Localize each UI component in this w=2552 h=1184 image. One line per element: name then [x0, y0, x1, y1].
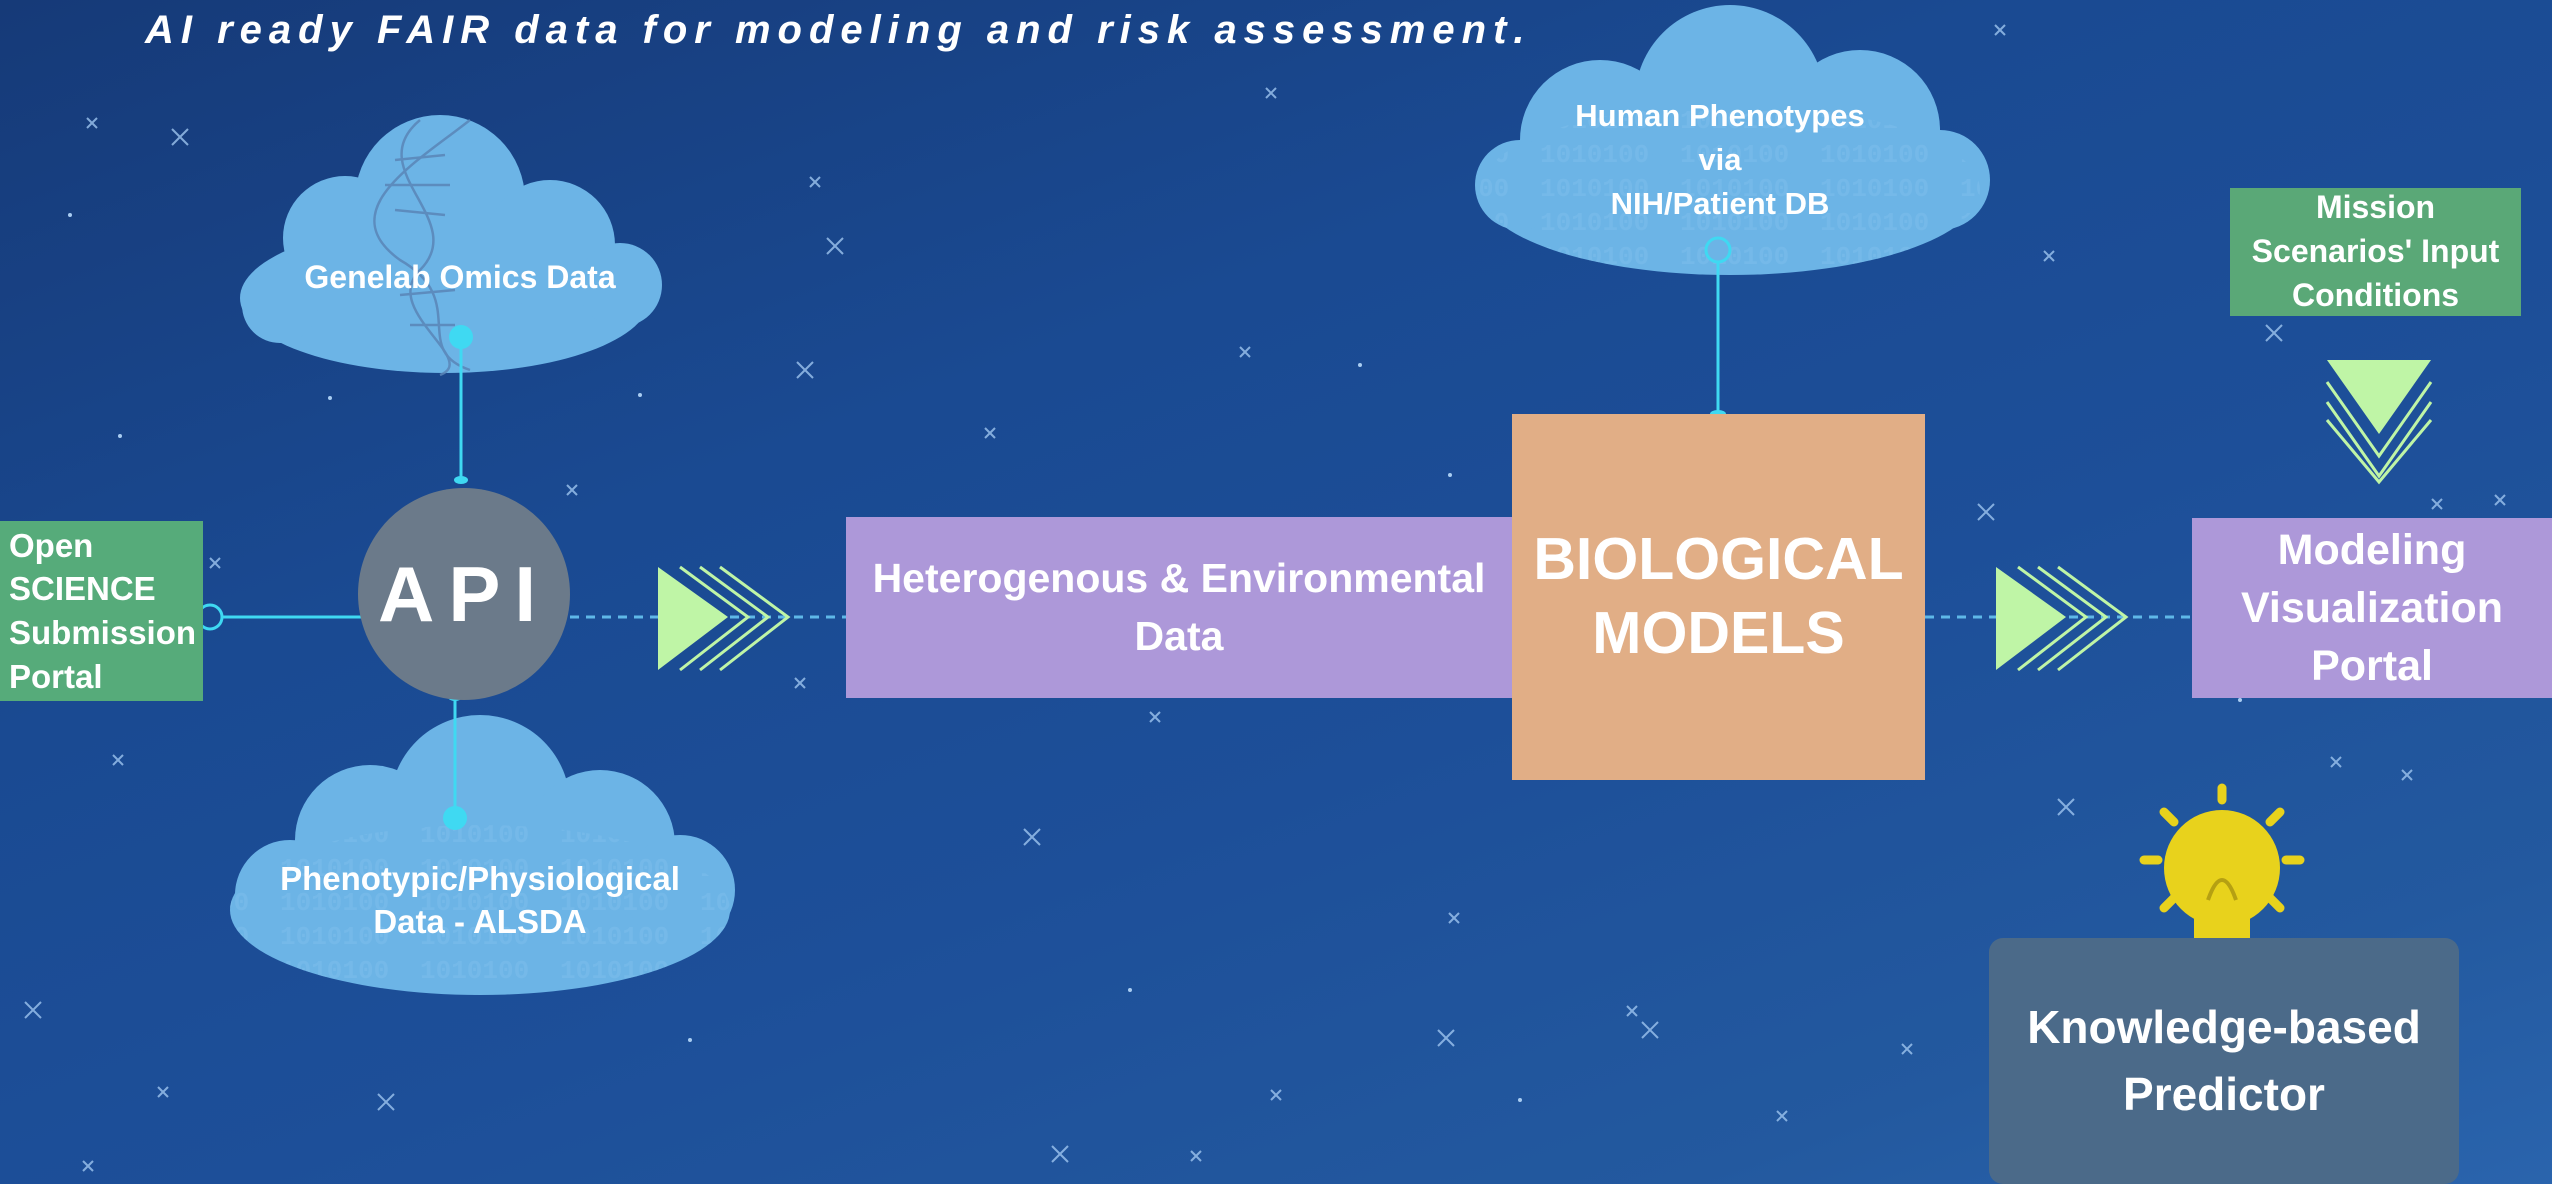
star-dot	[68, 213, 72, 217]
genelab-node	[449, 325, 473, 349]
star-dot	[688, 1038, 692, 1042]
open-science-box: Open SCIENCE Submission Portal	[0, 521, 203, 701]
open-science-line-4: Portal	[9, 657, 103, 695]
modeling-visualization-box: Modeling Visualization Portal	[2192, 518, 2552, 698]
phenotypic-node	[443, 806, 467, 830]
star-icon	[171, 128, 189, 146]
star-icon	[2265, 324, 2283, 342]
down-chevron-arrow-icon	[2325, 360, 2433, 485]
star-icon	[1448, 912, 1460, 924]
genelab-label: Genelab Omics Data	[304, 259, 616, 295]
star-icon	[1437, 1029, 1455, 1047]
human-label-line-2: via	[1698, 142, 1742, 178]
star-icon	[1239, 346, 1251, 358]
star-icon	[1977, 503, 1995, 521]
mission-line-2: Scenarios' Input	[2251, 233, 2500, 270]
modeling-line-1: Modeling	[2277, 525, 2467, 574]
biological-models-box: BIOLOGICAL MODELS	[1512, 414, 1925, 780]
star-icon	[1270, 1089, 1282, 1101]
open-science-line-1: Open	[9, 526, 94, 564]
star-icon	[24, 1001, 42, 1019]
star-icon	[796, 361, 814, 379]
human-label-line-1: Human Phenotypes	[1575, 98, 1865, 133]
heterogenous-data-box: Heterogenous & Environmental Data	[846, 517, 1512, 698]
star-icon	[2494, 494, 2506, 506]
biological-line-1: BIOLOGICAL	[1533, 526, 1904, 593]
star-dot	[638, 393, 642, 397]
open-science-line-2: SCIENCE	[9, 570, 156, 608]
star-icon	[1626, 1005, 1638, 1017]
star-dot	[1448, 473, 1452, 477]
star-icon	[826, 237, 844, 255]
phenotypic-label: Phenotypic/Physiological Data - ALSDA	[240, 858, 720, 944]
dna-icon	[373, 119, 471, 377]
heterogenous-line-1: Heterogenous & Environmental	[872, 555, 1486, 602]
star-icon	[1641, 1021, 1659, 1039]
star-dot	[1128, 988, 1132, 992]
human-cloud	[1475, 5, 1990, 275]
star-icon	[1149, 711, 1161, 723]
star-icon	[2057, 798, 2075, 816]
api-node: API	[358, 488, 570, 700]
star-icon	[377, 1093, 395, 1111]
mission-label: Mission Scenarios' Input Conditions	[2252, 186, 2500, 317]
phenotypic-cloud	[230, 715, 735, 995]
heterogenous-label: Heterogenous & Environmental Data	[873, 550, 1486, 665]
star-icon	[794, 677, 806, 689]
star-icon	[157, 1086, 169, 1098]
api-top-node	[454, 476, 468, 484]
chevron-arrow-icon	[658, 565, 791, 672]
mission-scenarios-box: Mission Scenarios' Input Conditions	[2230, 188, 2521, 316]
star-icon	[2431, 498, 2443, 510]
modeling-label: Modeling Visualization Portal	[2241, 521, 2503, 695]
star-dot	[2238, 698, 2242, 702]
chevron-arrow-icon	[1996, 565, 2129, 672]
star-icon	[2401, 769, 2413, 781]
star-icon	[2330, 756, 2342, 768]
human-label-line-3: NIH/Patient DB	[1610, 186, 1830, 222]
knowledge-line-2: Predictor	[2123, 1068, 2325, 1120]
star-icon	[82, 1160, 94, 1172]
modeling-line-3: Portal	[2311, 642, 2433, 691]
star-dot	[1518, 1098, 1522, 1102]
star-icon	[1023, 828, 1041, 846]
star-icon	[1994, 24, 2006, 36]
biological-label: BIOLOGICAL MODELS	[1533, 523, 1903, 671]
star-icon	[1776, 1110, 1788, 1122]
star-icon	[1265, 87, 1277, 99]
star-icon	[209, 557, 221, 569]
open-science-line-3: Submission	[9, 614, 197, 651]
mission-line-3: Conditions	[2291, 276, 2460, 313]
phenotypic-label-line-1: Phenotypic/Physiological	[280, 860, 680, 897]
mission-line-1: Mission	[2315, 189, 2436, 226]
modeling-line-2: Visualization	[2240, 583, 2504, 632]
knowledge-line-1: Knowledge-based	[2027, 1001, 2421, 1054]
star-icon	[1190, 1150, 1202, 1162]
human-label: Human Phenotypes via NIH/Patient DB	[1520, 94, 1920, 226]
biological-line-2: MODELS	[1592, 600, 1845, 666]
star-dot	[1358, 363, 1362, 367]
knowledge-label: Knowledge-based Predictor	[2027, 994, 2421, 1127]
heterogenous-line-2: Data	[1134, 612, 1224, 659]
page-subtitle: AI ready FAIR data for modeling and risk…	[145, 8, 1532, 52]
star-icon	[1901, 1043, 1913, 1055]
star-icon	[112, 754, 124, 766]
star-icon	[984, 427, 996, 439]
human-node	[1704, 236, 1732, 264]
phenotypic-label-line-2: Data - ALSDA	[373, 902, 587, 940]
genelab-cloud	[240, 115, 662, 373]
open-science-label: Open SCIENCE Submission Portal	[0, 524, 196, 698]
star-icon	[2043, 250, 2055, 262]
connectors	[222, 250, 1720, 818]
star-dot	[328, 396, 332, 400]
star-icon	[86, 117, 98, 129]
star-icon	[809, 176, 821, 188]
star-icon	[1051, 1145, 1069, 1163]
knowledge-predictor-box: Knowledge-based Predictor	[1989, 938, 2459, 1184]
star-icon	[566, 484, 578, 496]
star-dot	[118, 434, 122, 438]
